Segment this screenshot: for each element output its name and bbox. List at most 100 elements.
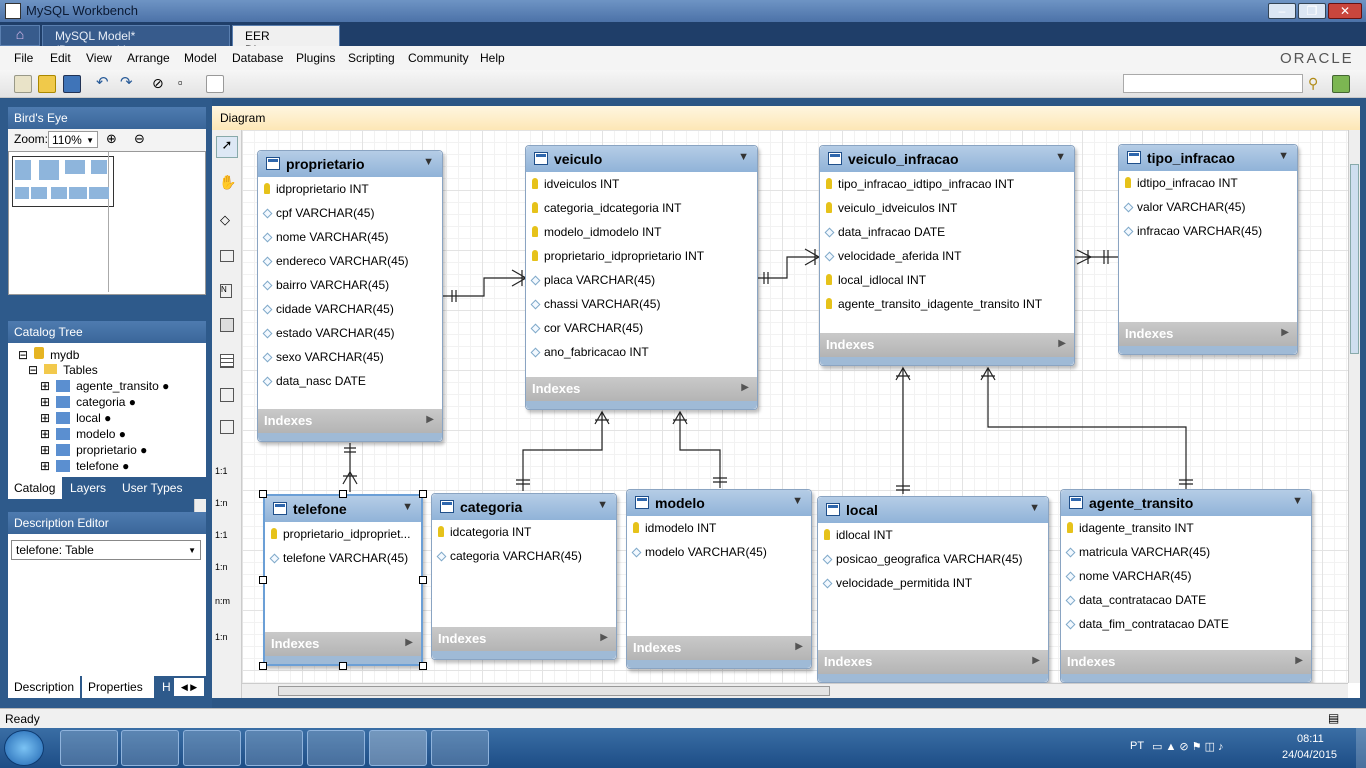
column-row[interactable]: modelo_idmodelo INT	[526, 220, 757, 244]
tree-item-agente-transito[interactable]: ⊞agente_transito ●	[40, 379, 170, 393]
taskbar-media-player[interactable]	[121, 730, 179, 766]
column-row[interactable]: tipo_infracao_idtipo_infracao INT	[820, 172, 1074, 196]
tree-node-mydb[interactable]: ⊟mydb	[18, 347, 80, 362]
column-row[interactable]: categoria_idcategoria INT	[526, 196, 757, 220]
tab-eer-diagram[interactable]: EER Diagram✕	[232, 25, 340, 57]
collapse-arrow-icon[interactable]: ▼	[597, 499, 608, 511]
note-tool-icon[interactable]: N	[220, 284, 232, 298]
expand-arrow-icon[interactable]: ▶	[405, 637, 413, 648]
indexes-section[interactable]: Indexes▶	[432, 627, 616, 651]
horizontal-scroll-thumb[interactable]	[278, 686, 830, 696]
vertical-scroll-thumb[interactable]	[1350, 164, 1359, 354]
column-row[interactable]: endereco VARCHAR(45)	[258, 249, 442, 273]
object-select[interactable]: telefone: Table▼	[11, 540, 201, 560]
table-header[interactable]: local▼	[818, 497, 1048, 523]
column-row[interactable]: cidade VARCHAR(45)	[258, 297, 442, 321]
menu-edit[interactable]: Edit	[50, 51, 71, 65]
routine-tool-icon[interactable]	[220, 420, 234, 434]
layer-tool-icon[interactable]	[220, 250, 234, 262]
indexes-section[interactable]: Indexes▶	[1119, 322, 1297, 346]
table-header[interactable]: telefone▼	[265, 496, 421, 522]
image-tool-icon[interactable]	[220, 318, 234, 332]
rel-1-1-nonid-tool[interactable]: 1:1	[215, 530, 228, 540]
clock-date[interactable]: 24/04/2015	[1282, 749, 1338, 761]
column-row[interactable]: proprietario_idproprietario INT	[526, 244, 757, 268]
resize-handle[interactable]	[259, 490, 267, 498]
menu-plugins[interactable]: Plugins	[296, 51, 336, 65]
table-telefone[interactable]: telefone▼proprietario_idpropriet...telef…	[263, 494, 423, 666]
column-row[interactable]: estado VARCHAR(45)	[258, 321, 442, 345]
close-button[interactable]: ✕	[1328, 3, 1362, 19]
resize-handle[interactable]	[339, 490, 347, 498]
column-row[interactable]: matricula VARCHAR(45)	[1061, 540, 1311, 564]
pointer-tool-icon[interactable]: ➚	[216, 136, 238, 158]
description-textarea[interactable]	[11, 564, 201, 672]
rel-1-n-tool[interactable]: 1:n	[215, 498, 228, 508]
column-row[interactable]: idcategoria INT	[432, 520, 616, 544]
new-icon[interactable]	[14, 75, 32, 93]
collapse-arrow-icon[interactable]: ▼	[792, 495, 803, 507]
resize-handle[interactable]	[259, 662, 267, 670]
column-row[interactable]: idmodelo INT	[627, 516, 811, 540]
menu-help[interactable]: Help	[480, 51, 505, 65]
column-row[interactable]: cpf VARCHAR(45)	[258, 201, 442, 225]
output-toggle-icon[interactable]: ▤	[1328, 711, 1340, 725]
expand-arrow-icon[interactable]: ▶	[1058, 338, 1066, 349]
show-desktop-button[interactable]	[1356, 728, 1366, 768]
horizontal-scrollbar[interactable]	[242, 683, 1348, 698]
tab-history[interactable]: H	[162, 680, 171, 694]
resize-handle[interactable]	[259, 576, 267, 584]
taskbar-paint[interactable]	[431, 730, 489, 766]
column-row[interactable]: telefone VARCHAR(45)	[265, 546, 421, 570]
menu-database[interactable]: Database	[232, 51, 284, 65]
column-row[interactable]: local_idlocal INT	[820, 268, 1074, 292]
tree-item-proprietario[interactable]: ⊞proprietario ●	[40, 443, 148, 457]
taskbar-powerpoint[interactable]	[245, 730, 303, 766]
view-tool-icon[interactable]	[220, 388, 234, 402]
collapse-arrow-icon[interactable]: ▼	[1278, 150, 1289, 162]
column-row[interactable]: data_infracao DATE	[820, 220, 1074, 244]
collapse-arrow-icon[interactable]: ▼	[1292, 495, 1303, 507]
taskbar-explorer[interactable]	[60, 730, 118, 766]
birds-eye-preview[interactable]	[8, 151, 206, 295]
collapse-arrow-icon[interactable]: ▼	[402, 501, 413, 513]
zoom-in-icon[interactable]: ⊕	[106, 131, 117, 146]
tab-mysql-model[interactable]: MySQL Model* (Detran.mwb)✕	[42, 25, 230, 57]
tab-catalog[interactable]: Catalog	[8, 477, 62, 499]
undo-icon[interactable]: ↶	[96, 74, 109, 91]
menu-file[interactable]: File	[14, 51, 34, 65]
column-row[interactable]: proprietario_idpropriet...	[265, 522, 421, 546]
column-row[interactable]: bairro VARCHAR(45)	[258, 273, 442, 297]
tray-icons[interactable]: ▭ ▲ ⊘ ⚑ ◫ ♪	[1152, 741, 1224, 753]
tree-item-categoria[interactable]: ⊞categoria ●	[40, 395, 137, 409]
indexes-section[interactable]: Indexes▶	[818, 650, 1048, 674]
hand-tool-icon[interactable]: ✋	[219, 174, 237, 190]
menu-arrange[interactable]: Arrange	[127, 51, 170, 65]
align-icon[interactable]: ▫	[178, 75, 183, 90]
column-row[interactable]: data_fim_contratacao DATE	[1061, 612, 1311, 636]
column-row[interactable]: chassi VARCHAR(45)	[526, 292, 757, 316]
table-header[interactable]: agente_transito▼	[1061, 490, 1311, 516]
resize-handle[interactable]	[419, 662, 427, 670]
column-row[interactable]: idlocal INT	[818, 523, 1048, 547]
toggle-grid-icon[interactable]: ⊘	[152, 75, 164, 91]
table-header[interactable]: modelo▼	[627, 490, 811, 516]
column-row[interactable]: nome VARCHAR(45)	[258, 225, 442, 249]
table-header[interactable]: veiculo_infracao▼	[820, 146, 1074, 172]
taskbar-mysql-workbench[interactable]	[369, 730, 427, 766]
collapse-arrow-icon[interactable]: ▼	[738, 151, 749, 163]
column-row[interactable]: placa VARCHAR(45)	[526, 268, 757, 292]
column-row[interactable]: infracao VARCHAR(45)	[1119, 219, 1297, 243]
start-button[interactable]	[4, 730, 44, 766]
taskbar-notepad[interactable]	[307, 730, 365, 766]
table-veiculo-infracao[interactable]: veiculo_infracao▼tipo_infracao_idtipo_in…	[819, 145, 1075, 366]
table-header[interactable]: proprietario▼	[258, 151, 442, 177]
column-row[interactable]: sexo VARCHAR(45)	[258, 345, 442, 369]
search-options-icon[interactable]	[1332, 75, 1350, 93]
column-row[interactable]: velocidade_permitida INT	[818, 571, 1048, 595]
indexes-section[interactable]: Indexes▶	[258, 409, 442, 433]
